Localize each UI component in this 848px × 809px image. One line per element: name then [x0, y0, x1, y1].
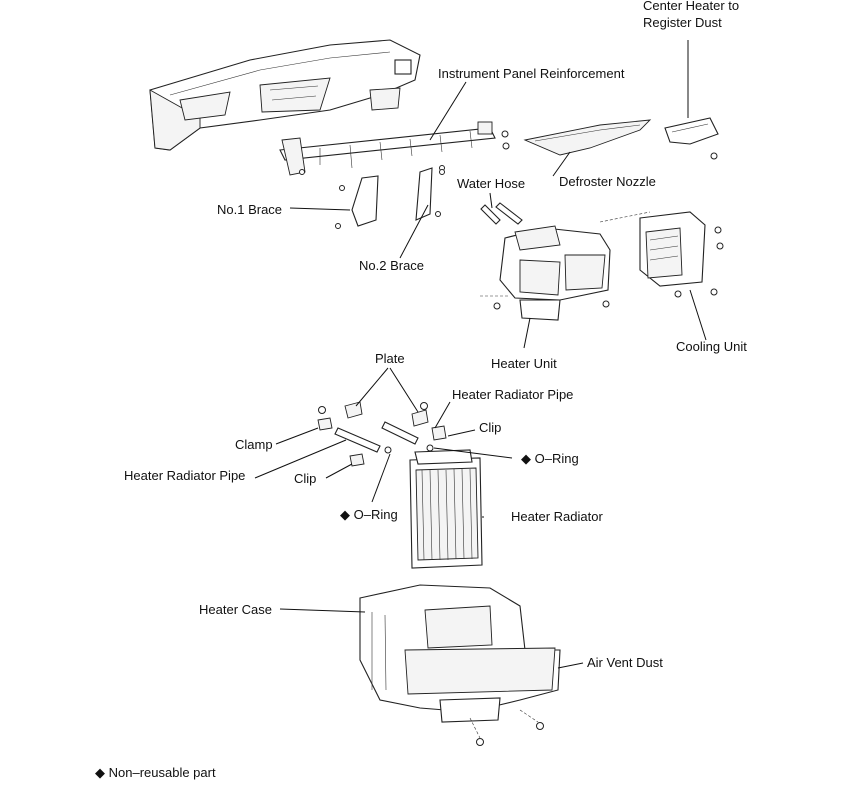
- non-reusable-symbol: ◆: [340, 507, 350, 522]
- reinforcement-bolts: [299, 130, 510, 175]
- legend-text: ◆ Non–reusable part: [95, 765, 216, 780]
- legend-symbol: ◆: [95, 765, 105, 780]
- center-heater-duct: [664, 117, 719, 160]
- label-water-hose: Water Hose: [457, 176, 525, 191]
- label-o-ring-right: ◆ O–Ring: [521, 451, 579, 466]
- o-ring-left-text: O–Ring: [354, 507, 398, 522]
- label-clamp: Clamp: [235, 437, 273, 452]
- label-instrument-panel-reinforcement: Instrument Panel Reinforcement: [438, 66, 625, 81]
- label-defroster-nozzle: Defroster Nozzle: [559, 174, 656, 189]
- leader-lines: [254, 40, 707, 669]
- no1-brace: [335, 175, 379, 229]
- label-no1-brace: No.1 Brace: [217, 202, 282, 217]
- water-hose: [480, 202, 523, 225]
- heater-case: [359, 584, 561, 746]
- label-center-heater-line2: Register Dust: [643, 15, 722, 30]
- label-heater-unit: Heater Unit: [491, 356, 557, 371]
- defroster-nozzle: [523, 119, 652, 156]
- label-plate: Plate: [375, 351, 405, 366]
- instrument-panel-reinforcement: [279, 121, 496, 176]
- label-heater-case: Heater Case: [199, 602, 272, 617]
- label-no2-brace: No.2 Brace: [359, 258, 424, 273]
- no2-brace: [415, 167, 445, 221]
- legend: ◆ Non–reusable part: [95, 765, 216, 780]
- heater-radiator: [409, 449, 483, 569]
- label-clip-right: Clip: [479, 420, 501, 435]
- label-heater-radiator-pipe-left: Heater Radiator Pipe: [124, 468, 245, 483]
- part-labels: Center Heater to Register Dust Instrumen…: [124, 0, 747, 670]
- label-cooling-unit: Cooling Unit: [676, 339, 747, 354]
- legend-label: Non–reusable part: [109, 765, 216, 780]
- label-heater-radiator-pipe-top: Heater Radiator Pipe: [452, 387, 573, 402]
- cooling-unit: [599, 211, 724, 298]
- label-o-ring-left: ◆ O–Ring: [340, 507, 398, 522]
- heater-unit: [480, 225, 611, 321]
- plates-and-clamps: [317, 401, 447, 467]
- label-clip-left: Clip: [294, 471, 316, 486]
- label-air-vent-dust: Air Vent Dust: [587, 655, 663, 670]
- dashboard-panel: [149, 39, 421, 151]
- label-heater-radiator: Heater Radiator: [511, 509, 603, 524]
- o-ring-right-text: O–Ring: [535, 451, 579, 466]
- label-center-heater-line1: Center Heater to: [643, 0, 739, 13]
- heater-radiator-pipes: [334, 421, 419, 453]
- non-reusable-symbol: ◆: [521, 451, 531, 466]
